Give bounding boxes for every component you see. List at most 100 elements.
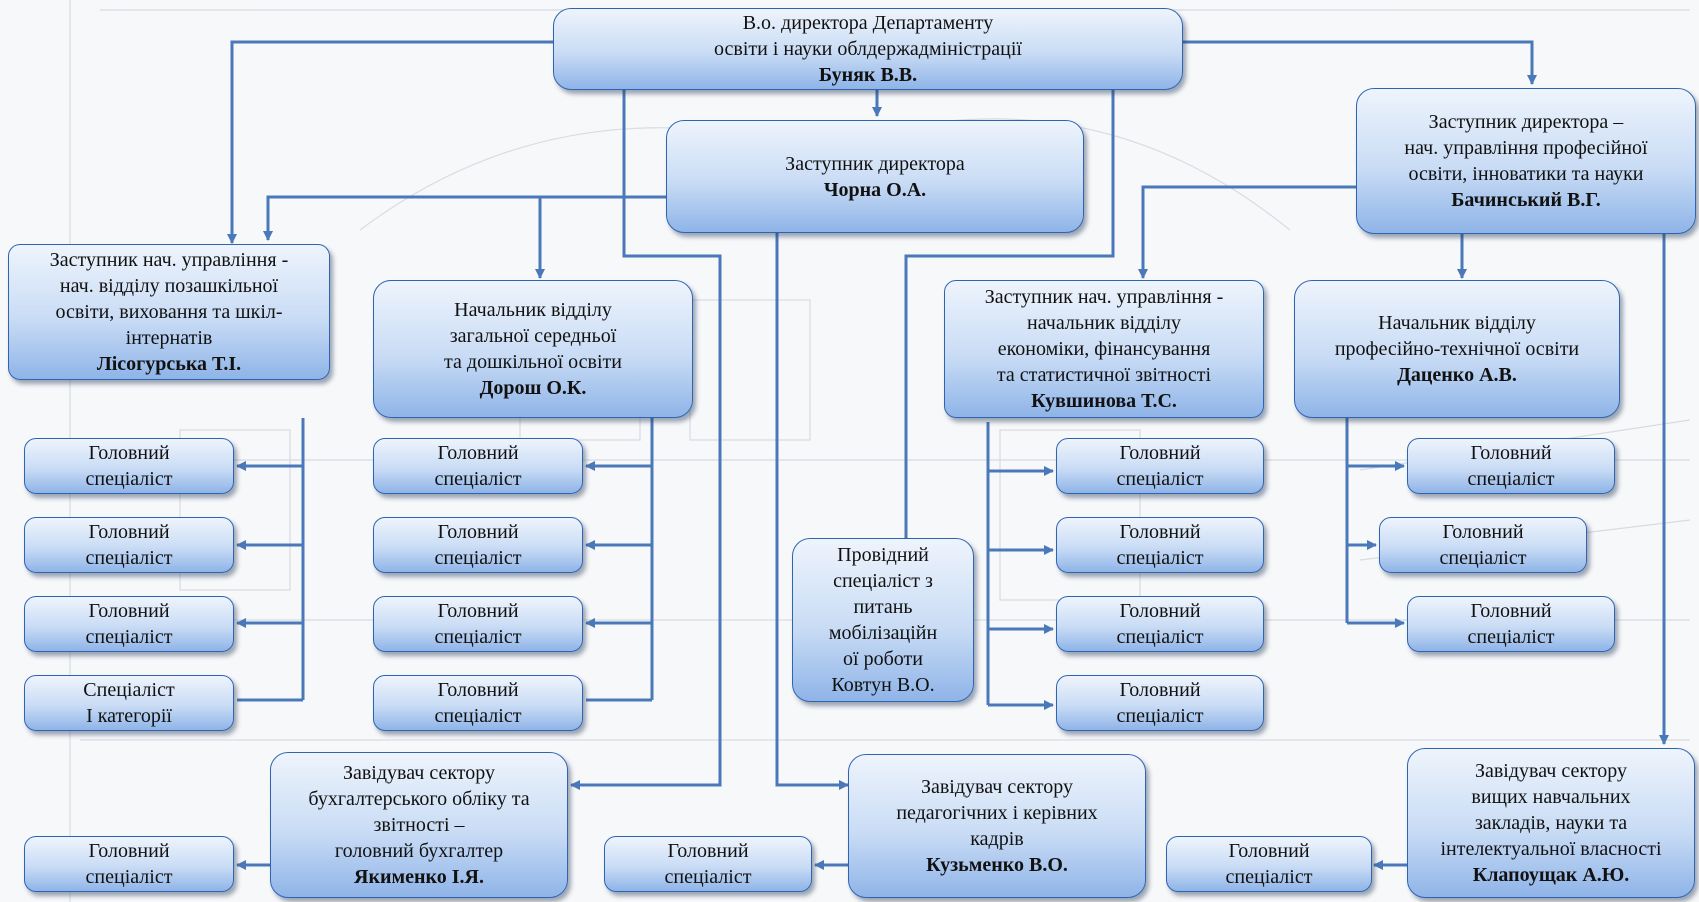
chief-specialist-line-1: Головний [437, 600, 519, 622]
chief-specialist-line-2: спеціаліст [434, 468, 522, 490]
head-general-name: Дорош О.К. [479, 377, 587, 399]
chief-specialist-box: Головний спеціаліст [24, 438, 234, 494]
chief-specialist-box: Головний спеціаліст [373, 438, 583, 494]
chief-specialist-box: Головний спеціаліст [24, 596, 234, 652]
deputy-director-title: Заступник директора [785, 152, 965, 175]
deputy-vocational-line-3: освіти, інноватики та науки [1408, 163, 1644, 185]
chief-specialist-box: Головний спеціаліст [1056, 596, 1264, 652]
chief-specialist-line-1: Головний [437, 679, 519, 701]
head-economics-box: Заступник нач. управління - начальник ві… [944, 280, 1264, 418]
chief-specialist-line-2: спеціаліст [1467, 468, 1555, 490]
head-economics-line-3: економіки, фінансування [997, 338, 1211, 360]
head-general-education-box: Начальник відділу загальної середньої та… [373, 280, 693, 418]
chief-specialist-line-2: спеціаліст [434, 705, 522, 727]
chief-specialist-line-1: Головний [1470, 442, 1552, 464]
chief-specialist-line-1: Головний [1470, 600, 1552, 622]
chief-specialist-line-1: Головний [1119, 521, 1201, 543]
director-name: Буняк В.В. [818, 64, 918, 86]
chief-specialist-box: Головний спеціаліст [1166, 836, 1372, 892]
sector-higher-education-box: Завідувач сектору вищих навчальних закла… [1407, 748, 1695, 898]
head-general-line-1: Начальник відділу [454, 299, 612, 321]
chief-specialist-box: Головний спеціаліст [604, 836, 812, 892]
chief-specialist-box: Головний спеціаліст [1379, 517, 1587, 573]
sector-accounting-name: Якименко І.Я. [354, 866, 484, 888]
head-vocational-line-2: професійно-технічної освіти [1334, 338, 1580, 360]
deputy-director-vocational-box: Заступник директора – нач. управління пр… [1356, 88, 1696, 234]
specialist-first-category-box: Спеціаліст І категорії [24, 675, 234, 731]
chief-specialist-line-2: спеціаліст [1467, 626, 1555, 648]
chief-specialist-line-2: спеціаліст [85, 468, 173, 490]
mobilization-line-2: спеціаліст з [833, 570, 933, 592]
chief-specialist-line-1: Головний [1119, 679, 1201, 701]
sector-accounting-box: Завідувач сектору бухгалтерського обліку… [270, 752, 568, 898]
deputy-director-name: Чорна О.А. [823, 178, 927, 201]
chief-specialist-line-2: спеціаліст [85, 866, 173, 888]
chief-specialist-box: Головний спеціаліст [1056, 675, 1264, 731]
head-vocational-box: Начальник відділу професійно-технічної о… [1294, 280, 1620, 418]
head-economics-line-1: Заступник нач. управління - [984, 286, 1224, 308]
sector-personnel-line-1: Завідувач сектору [920, 776, 1074, 798]
specialist-first-line-2: І категорії [86, 705, 172, 727]
sector-personnel-line-2: педагогічних і керівних [896, 802, 1098, 824]
head-extracurricular-box: Заступник нач. управління - нач. відділу… [8, 244, 330, 380]
chief-specialist-box: Головний спеціаліст [1407, 596, 1615, 652]
sector-higher-name: Клапоущак А.Ю. [1472, 864, 1630, 886]
head-vocational-line-1: Начальник відділу [1378, 312, 1536, 334]
chief-specialist-line-1: Головний [1442, 521, 1524, 543]
sector-higher-line-2: вищих навчальних [1471, 786, 1631, 808]
sector-accounting-line-3: звітності – [373, 814, 465, 836]
head-economics-name: Кувшинова Т.С. [1031, 390, 1177, 412]
chief-specialist-box: Головний спеціаліст [1407, 438, 1615, 494]
mobilization-line-3: питань [853, 596, 913, 618]
director-line-2: освіти і науки облдержадміністрації [714, 38, 1022, 60]
director-line-1: В.о. директора Департаменту [742, 12, 994, 34]
mobilization-specialist-box: Провідний спеціаліст з питань мобілізаці… [792, 538, 974, 702]
sector-personnel-line-3: кадрів [970, 828, 1024, 850]
sector-accounting-line-4: головний бухгалтер [334, 840, 504, 862]
deputy-director-box: Заступник директора Чорна О.А. [666, 120, 1084, 233]
head-general-line-2: загальної середньої [449, 325, 617, 347]
mobilization-line-1: Провідний [837, 544, 929, 566]
mobilization-line-4: мобілізаційн [828, 622, 938, 644]
chief-specialist-box: Головний спеціаліст [1056, 517, 1264, 573]
head-extracurricular-line-2: нач. відділу позашкільної [59, 275, 279, 297]
sector-personnel-box: Завідувач сектору педагогічних і керівни… [848, 754, 1146, 898]
chief-specialist-line-2: спеціаліст [1116, 705, 1204, 727]
chief-specialist-line-2: спеціаліст [664, 866, 752, 888]
deputy-vocational-name: Бачинський В.Г. [1451, 189, 1601, 211]
sector-accounting-line-2: бухгалтерського обліку та [308, 788, 530, 810]
chief-specialist-line-2: спеціаліст [434, 547, 522, 569]
chief-specialist-line-2: спеціаліст [434, 626, 522, 648]
head-extracurricular-name: Лісогурська Т.І. [96, 353, 242, 375]
head-economics-line-4: та статистичної звітності [996, 364, 1212, 386]
head-extracurricular-line-4: інтернатів [125, 327, 213, 349]
head-general-line-3: та дошкільної освіти [444, 351, 622, 373]
mobilization-line-5: ої роботи [843, 648, 923, 670]
specialist-first-line-1: Спеціаліст [83, 679, 175, 701]
chief-specialist-box: Головний спеціаліст [1056, 438, 1264, 494]
deputy-vocational-line-1: Заступник директора – [1428, 111, 1624, 133]
chief-specialist-line-1: Головний [667, 840, 749, 862]
chief-specialist-line-2: спеціаліст [1225, 866, 1313, 888]
chief-specialist-line-1: Головний [1228, 840, 1310, 862]
chief-specialist-line-2: спеціаліст [1116, 626, 1204, 648]
chief-specialist-box: Головний спеціаліст [373, 675, 583, 731]
chief-specialist-line-1: Головний [88, 600, 170, 622]
chief-specialist-line-1: Головний [88, 840, 170, 862]
chief-specialist-line-1: Головний [437, 521, 519, 543]
chief-specialist-line-2: спеціаліст [85, 626, 173, 648]
chief-specialist-line-1: Головний [88, 442, 170, 464]
sector-higher-line-1: Завідувач сектору [1474, 760, 1628, 782]
head-extracurricular-line-3: освіти, виховання та шкіл- [55, 301, 283, 323]
chief-specialist-line-1: Головний [437, 442, 519, 464]
chief-specialist-line-1: Головний [1119, 442, 1201, 464]
chief-specialist-line-1: Головний [1119, 600, 1201, 622]
chief-specialist-box: Головний спеціаліст [373, 517, 583, 573]
sector-accounting-line-1: Завідувач сектору [342, 762, 496, 784]
chief-specialist-line-2: спеціаліст [1116, 468, 1204, 490]
chief-specialist-box: Головний спеціаліст [24, 517, 234, 573]
chief-specialist-line-2: спеціаліст [1116, 547, 1204, 569]
director-box: В.о. директора Департаменту освіти і нау… [553, 8, 1183, 90]
sector-higher-line-3: закладів, науки та [1474, 812, 1628, 834]
head-economics-line-2: начальник відділу [1026, 312, 1181, 334]
